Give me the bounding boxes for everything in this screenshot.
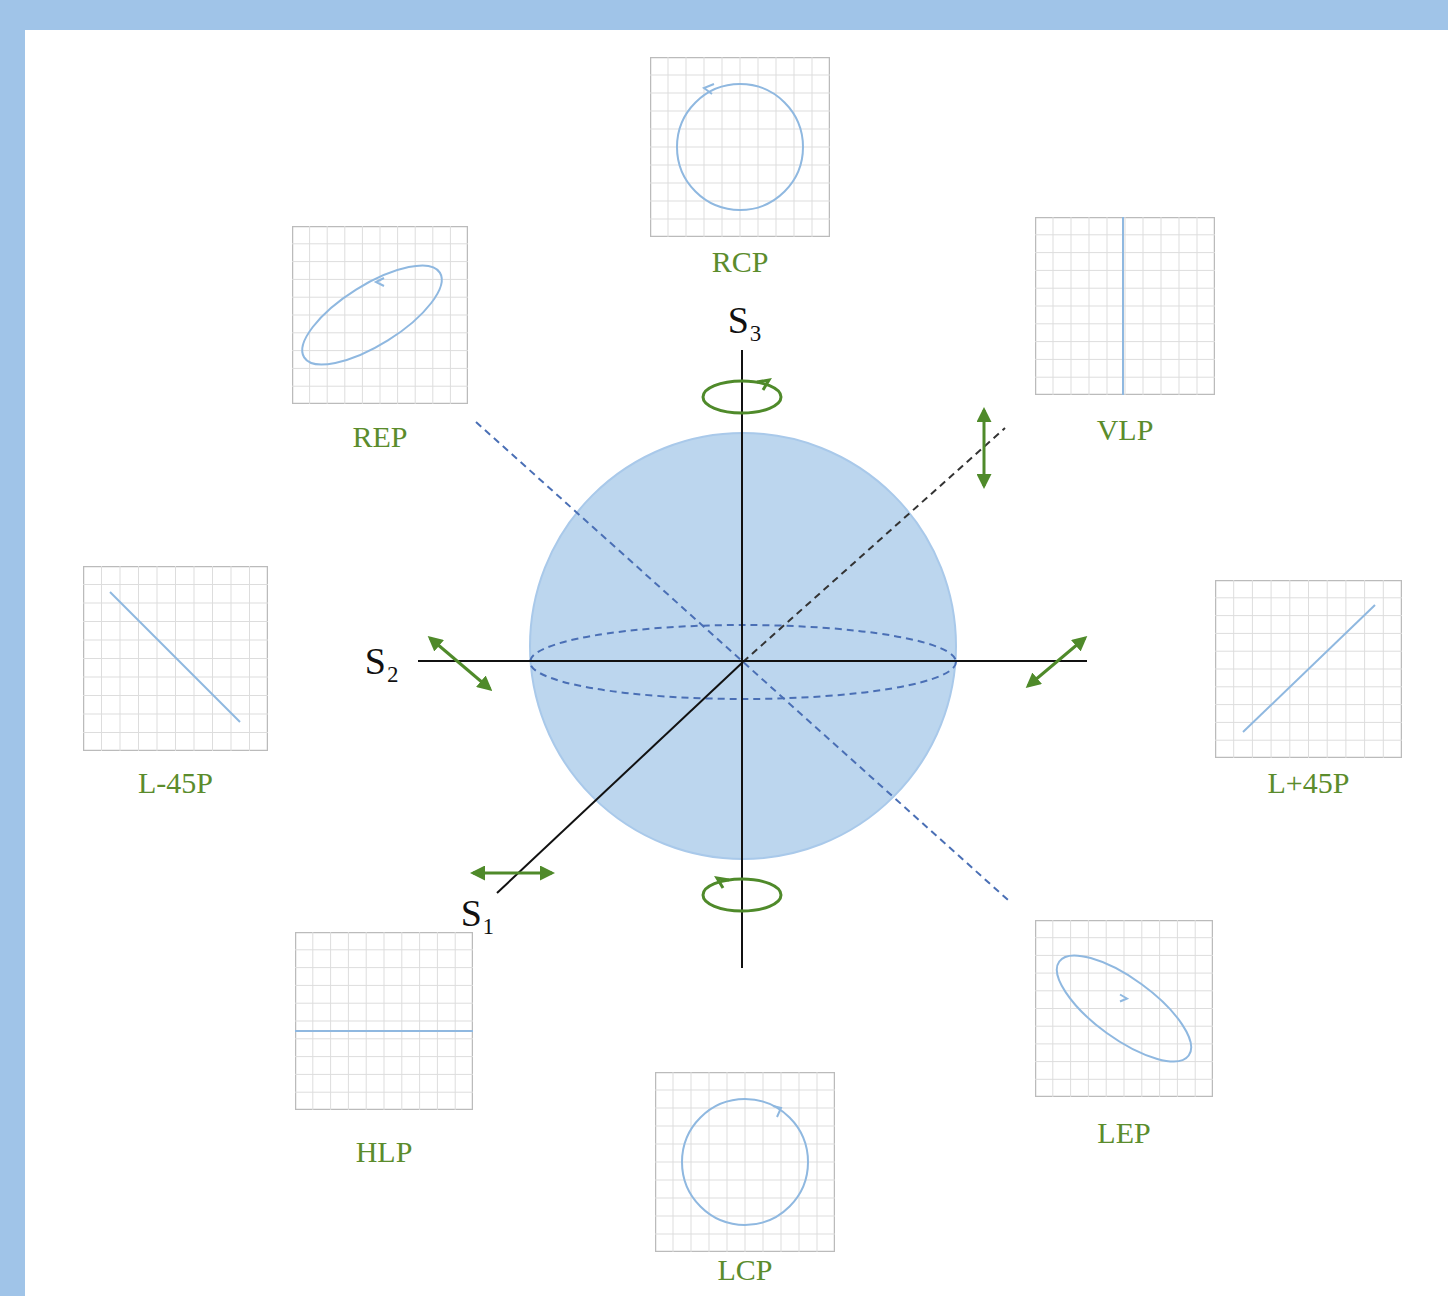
- axis-label: S₁: [461, 891, 495, 935]
- state-label: L+45P: [1268, 766, 1350, 800]
- polarization-panel: VLP: [1035, 217, 1215, 450]
- s2-axis: [418, 660, 1087, 662]
- polarization-plot: [1215, 580, 1402, 758]
- polarization-plot: [83, 566, 268, 751]
- polarization-plot: [1035, 920, 1213, 1097]
- axis-label: S₂: [365, 639, 399, 683]
- polarization-panel: RCP: [650, 57, 830, 282]
- polarization-plot: [650, 57, 830, 237]
- state-label: L-45P: [138, 766, 213, 800]
- polarization-plot: [295, 932, 473, 1110]
- s1-axis: [497, 662, 743, 893]
- axis-label: S₃: [728, 298, 762, 342]
- state-label: RCP: [712, 245, 769, 279]
- polarization-panel: REP: [292, 226, 468, 457]
- s3-axis: [741, 350, 743, 968]
- s1-negative-axis: [743, 428, 1005, 662]
- state-label: HLP: [356, 1135, 413, 1169]
- polarization-plot: [1035, 217, 1215, 395]
- polarization-panel: LEP: [1035, 920, 1213, 1153]
- state-label: REP: [352, 420, 407, 454]
- state-label: VLP: [1097, 413, 1154, 447]
- state-label: LCP: [717, 1253, 772, 1287]
- polarization-plot: [292, 226, 468, 404]
- polarization-plot: [655, 1072, 835, 1252]
- state-label: LEP: [1097, 1116, 1150, 1150]
- polarization-panel: LCP: [655, 1072, 835, 1290]
- polarization-panel: L-45P: [83, 566, 268, 803]
- polarization-panel: HLP: [295, 932, 473, 1172]
- polarization-panel: L+45P: [1215, 580, 1402, 803]
- polarization-arrows: [430, 380, 1085, 911]
